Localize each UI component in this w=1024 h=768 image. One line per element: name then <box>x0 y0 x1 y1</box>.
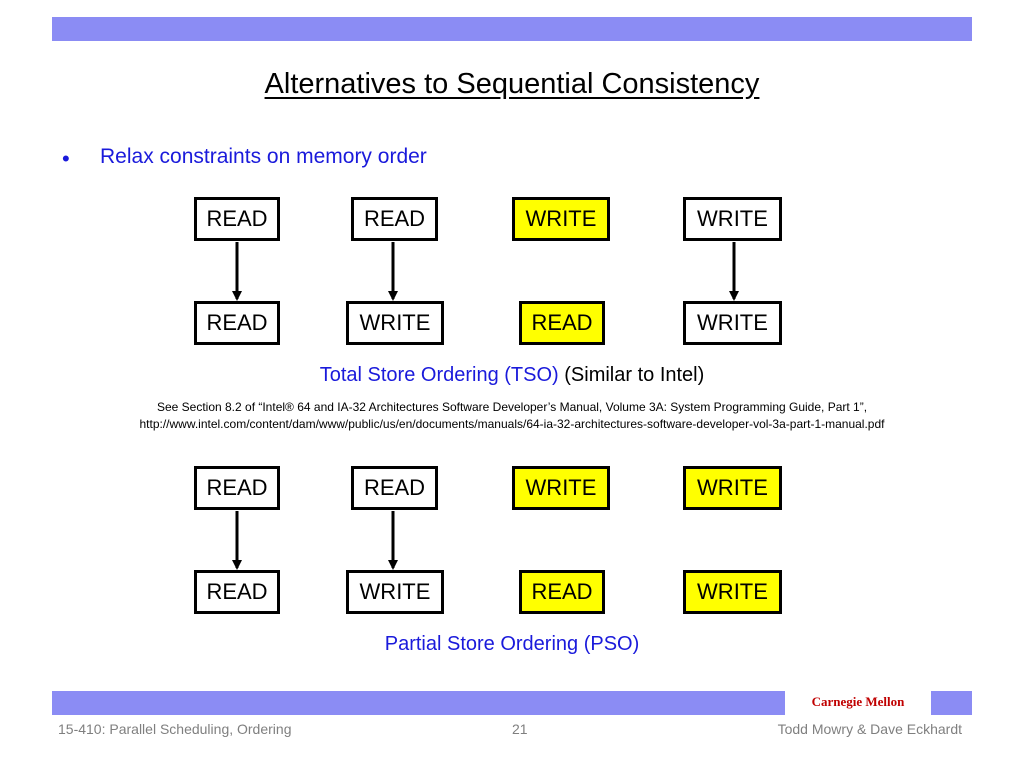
bullet-icon: • <box>62 146 70 171</box>
tso-caption: Total Store Ordering (TSO) (Similar to I… <box>0 364 1024 387</box>
brand-label: Carnegie Mellon <box>811 694 905 709</box>
pso-caption: Partial Store Ordering (PSO) <box>384 633 640 655</box>
tso-bottom-box-4: WRITE <box>683 301 782 345</box>
header-bar <box>52 17 972 41</box>
pso-top-box-1: READ <box>194 466 280 510</box>
pso-bottom-box-3: READ <box>519 570 605 614</box>
bullet-text: Relax constraints on memory order <box>100 145 427 168</box>
pso-top-box-2: READ <box>351 466 438 510</box>
tso-top-box-4: WRITE <box>683 197 782 241</box>
tso-bottom-box-3: READ <box>519 301 605 345</box>
pso-bottom-box-2: WRITE <box>346 570 444 614</box>
footer-authors: Todd Mowry & Dave Eckhardt <box>777 721 962 737</box>
footer-bar-right <box>931 691 972 715</box>
footer-course: 15-410: Parallel Scheduling, Ordering <box>58 721 292 737</box>
pso-top-box-4: WRITE <box>683 466 782 510</box>
tso-bottom-box-1: READ <box>194 301 280 345</box>
tso-top-box-1: READ <box>194 197 280 241</box>
tso-caption-note: (Similar to Intel) <box>564 364 705 386</box>
tso-reference-line-1: See Section 8.2 of “Intel® 64 and IA-32 … <box>156 400 868 414</box>
tso-top-box-2: READ <box>351 197 438 241</box>
pso-bottom-box-1: READ <box>194 570 280 614</box>
footer-page-number: 21 <box>512 721 528 737</box>
tso-reference-url: http://www.intel.com/content/dam/www/pub… <box>139 417 885 431</box>
slide-title: Alternatives to Sequential Consistency <box>264 68 760 100</box>
tso-top-box-3: WRITE <box>512 197 610 241</box>
tso-bottom-box-2: WRITE <box>346 301 444 345</box>
pso-top-box-3: WRITE <box>512 466 610 510</box>
pso-bottom-box-4: WRITE <box>683 570 782 614</box>
tso-caption-label: Total Store Ordering (TSO) <box>319 364 559 386</box>
footer-bar-left <box>52 691 785 715</box>
